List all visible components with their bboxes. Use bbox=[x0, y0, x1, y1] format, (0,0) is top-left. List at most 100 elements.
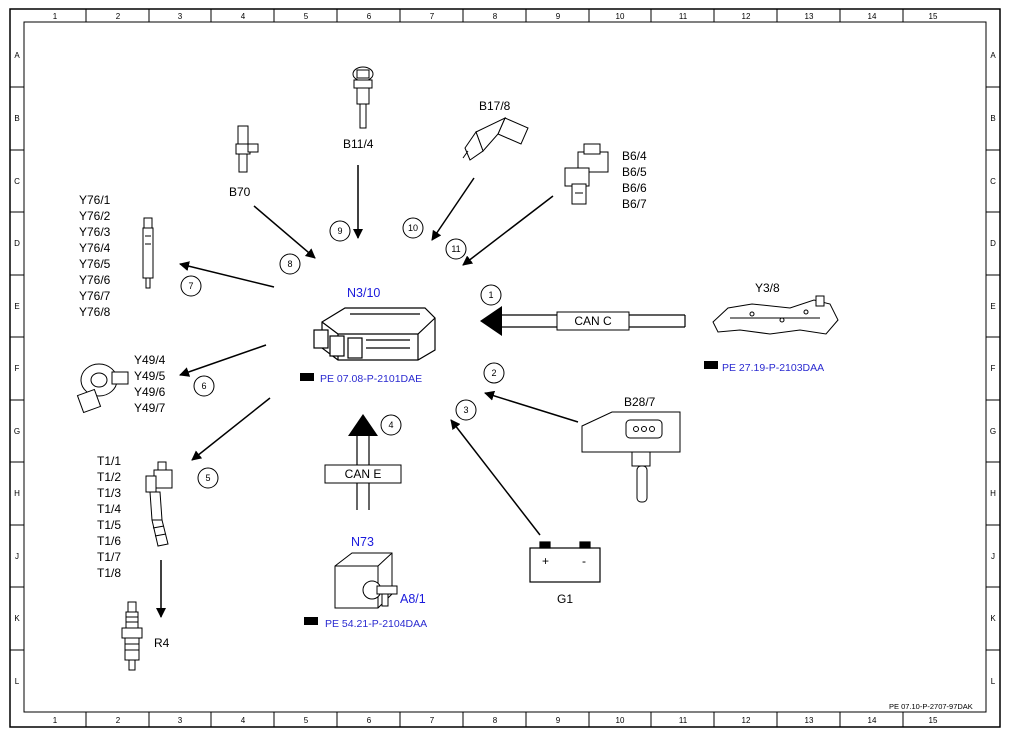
t1-label-3: T1/3 bbox=[97, 486, 121, 500]
grid-row-right-L: L bbox=[991, 677, 996, 686]
can-c-arrowhead bbox=[480, 306, 502, 336]
grid-row-ticks bbox=[10, 86, 1000, 651]
signal-arrows bbox=[156, 165, 579, 618]
grid-col-bottom-13: 13 bbox=[805, 716, 814, 725]
y49-label-2: Y49/5 bbox=[134, 369, 166, 383]
grid-col-bottom-14: 14 bbox=[868, 716, 877, 725]
component-r4[interactable]: R4 bbox=[121, 601, 170, 671]
callout-6[interactable]: 6 bbox=[193, 375, 215, 397]
outer-border bbox=[9, 8, 1001, 728]
callout-9-text: 9 bbox=[337, 226, 342, 236]
component-b17-8[interactable]: B17/8 bbox=[462, 99, 529, 161]
callout-9[interactable]: 9 bbox=[329, 220, 351, 242]
can-e-bus[interactable]: CAN E bbox=[324, 414, 402, 510]
arrow-b70-to-ecu bbox=[253, 205, 316, 259]
reference-pointer-icon bbox=[304, 617, 318, 625]
callout-10[interactable]: 10 bbox=[402, 217, 424, 239]
grid-row-left-H: H bbox=[14, 489, 20, 498]
ecu-reference[interactable]: PE 07.08-P-2101DAE bbox=[300, 373, 422, 385]
t1-label-2: T1/2 bbox=[97, 470, 121, 484]
grid-col-bottom-1: 1 bbox=[53, 716, 58, 725]
y49-label-1: Y49/4 bbox=[134, 353, 166, 367]
ecu-label: N3/10 bbox=[347, 286, 380, 300]
can-c-bus[interactable]: CAN C bbox=[480, 306, 686, 336]
grid-col-bottom-2: 2 bbox=[116, 716, 121, 725]
battery-minus-icon: - bbox=[582, 554, 586, 568]
grid-row-right-G: G bbox=[990, 427, 996, 436]
component-g1[interactable]: + - G1 bbox=[529, 541, 601, 606]
grid-col-top-11: 11 bbox=[679, 12, 688, 21]
grid-col-bottom-8: 8 bbox=[493, 716, 498, 725]
grid-row-left-K: K bbox=[14, 614, 20, 623]
callout-4[interactable]: 4 bbox=[380, 414, 402, 436]
component-n73[interactable]: N73 A8/1 PE 54.21-P-2104DAA bbox=[304, 535, 427, 630]
arrow-ecu-to-y76 bbox=[179, 261, 275, 288]
callout-3[interactable]: 3 bbox=[455, 399, 477, 421]
component-t1[interactable]: T1/1 T1/2 T1/3 T1/4 T1/5 T1/6 T1/7 T1/8 bbox=[97, 454, 173, 580]
y3-8-label: Y3/8 bbox=[755, 281, 780, 295]
grid-col-top-10: 10 bbox=[616, 12, 625, 21]
pressure-sensor-icon bbox=[581, 411, 681, 503]
injector-icon bbox=[142, 217, 154, 289]
can-e-label: CAN E bbox=[345, 467, 382, 481]
component-b28-7[interactable]: B28/7 bbox=[581, 395, 681, 503]
n73-reference[interactable]: PE 54.21-P-2104DAA bbox=[304, 617, 427, 630]
grid-col-top-6: 6 bbox=[367, 12, 372, 21]
callout-7[interactable]: 7 bbox=[180, 275, 202, 297]
grid-row-left-B: B bbox=[14, 114, 19, 123]
grid-row-left-J: J bbox=[15, 552, 19, 561]
grid-row-right-K: K bbox=[990, 614, 996, 623]
y3-8-reference[interactable]: PE 27.19-P-2103DAA bbox=[704, 361, 824, 374]
grid-row-left-E: E bbox=[14, 302, 19, 311]
callout-4-text: 4 bbox=[388, 420, 393, 430]
component-y49[interactable]: Y49/4 Y49/5 Y49/6 Y49/7 bbox=[76, 353, 166, 415]
spark-plug-icon bbox=[121, 601, 143, 671]
component-y76[interactable]: Y76/1 Y76/2 Y76/3 Y76/4 Y76/5 Y76/6 Y76/… bbox=[79, 193, 154, 319]
ignition-switch-icon bbox=[334, 552, 398, 609]
b11-4-label: B11/4 bbox=[343, 137, 374, 151]
grid-row-left-C: C bbox=[14, 177, 20, 186]
grid-col-bottom-15: 15 bbox=[929, 716, 938, 725]
component-b6[interactable]: B6/4 B6/5 B6/6 B6/7 bbox=[564, 143, 647, 211]
callout-11-text: 11 bbox=[451, 244, 460, 254]
grid-col-top-15: 15 bbox=[929, 12, 938, 21]
component-b70[interactable]: B70 bbox=[229, 125, 259, 199]
grid-row-left-F: F bbox=[15, 364, 20, 373]
b70-label: B70 bbox=[229, 185, 251, 199]
ecu-n3-10[interactable]: N3/10 PE 07.08-P-2101DAE bbox=[300, 286, 436, 385]
callout-1-text: 1 bbox=[488, 290, 493, 300]
grid-row-right-F: F bbox=[991, 364, 996, 373]
grid-row-right-A: A bbox=[990, 51, 996, 60]
arrow-b17-8-to-ecu bbox=[431, 177, 475, 241]
document-reference: PE 07.10-P-2707-97DAK bbox=[889, 702, 973, 711]
grid-col-top-14: 14 bbox=[868, 12, 877, 21]
t1-label-7: T1/7 bbox=[97, 550, 121, 564]
y76-label-6: Y76/6 bbox=[79, 273, 111, 287]
callout-5[interactable]: 5 bbox=[197, 467, 219, 489]
callout-1[interactable]: 1 bbox=[480, 284, 502, 306]
grid-col-bottom-9: 9 bbox=[556, 716, 561, 725]
callout-5-text: 5 bbox=[205, 473, 210, 483]
component-y3-8[interactable]: Y3/8 PE 27.19-P-2103DAA bbox=[704, 281, 839, 374]
component-b11-4[interactable]: B11/4 bbox=[343, 66, 374, 151]
grid-row-right-D: D bbox=[990, 239, 996, 248]
a8-1-label: A8/1 bbox=[400, 592, 426, 606]
hall-sensor-icon bbox=[564, 143, 609, 205]
callout-2[interactable]: 2 bbox=[483, 362, 505, 384]
grid-col-bottom-5: 5 bbox=[304, 716, 309, 725]
grid-row-left-A: A bbox=[14, 51, 20, 60]
grid-col-top-5: 5 bbox=[304, 12, 309, 21]
inner-border bbox=[23, 21, 987, 713]
battery-plus-icon: + bbox=[542, 554, 549, 568]
crankshaft-sensor-icon bbox=[235, 125, 259, 173]
callout-8[interactable]: 8 bbox=[279, 253, 301, 275]
grid-col-bottom-11: 11 bbox=[679, 716, 688, 725]
air-temperature-sensor-icon bbox=[462, 116, 529, 161]
ecu-module-icon bbox=[313, 307, 436, 361]
b6-label-4: B6/7 bbox=[622, 197, 647, 211]
grid-row-right-B: B bbox=[990, 114, 995, 123]
callout-11[interactable]: 11 bbox=[445, 238, 467, 260]
y76-label-1: Y76/1 bbox=[79, 193, 111, 207]
grid-row-right-H: H bbox=[990, 489, 996, 498]
